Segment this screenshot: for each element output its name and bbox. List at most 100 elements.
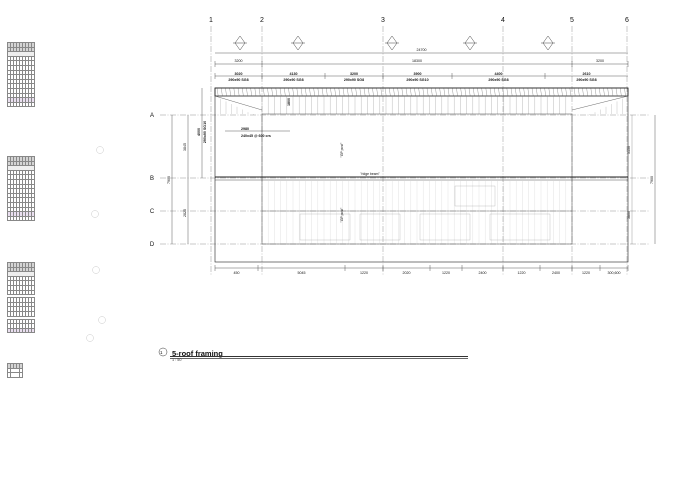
table-row <box>7 275 35 282</box>
hatch-line <box>418 87 420 97</box>
table-row <box>7 74 35 80</box>
sub-dimension: 18300 <box>412 59 422 63</box>
rafter-label: 240x45 @ 600 crs <box>241 134 271 138</box>
veranda-edge <box>571 95 629 111</box>
hatch-line <box>498 87 500 97</box>
hatch-line <box>599 87 601 97</box>
bay-beam-label: 290x90 SG10 <box>406 78 428 82</box>
table-cell <box>19 315 23 320</box>
table-cell <box>28 315 32 320</box>
bay-dimension: 4400 <box>495 72 503 76</box>
hatch-line <box>258 87 261 97</box>
hatch-line <box>578 87 580 97</box>
section-marker <box>542 35 554 51</box>
bay-beam-label: 290x90 SG8 <box>488 78 508 82</box>
hatch-line <box>393 87 395 97</box>
table-row <box>7 188 35 194</box>
hatch-line <box>494 87 496 97</box>
table-row <box>7 101 35 108</box>
hatch-line <box>435 87 437 97</box>
hatch-line <box>380 87 383 97</box>
hatch-line <box>473 87 475 97</box>
hatch-line <box>431 87 433 97</box>
table-cell <box>31 315 35 320</box>
hatch-line <box>368 87 370 97</box>
table-spacer-row <box>7 315 35 320</box>
hatch-line <box>288 87 290 97</box>
hatch-line <box>544 87 546 97</box>
hatch-line <box>573 87 576 97</box>
hatch-line <box>372 87 374 97</box>
left-dimension: 4000 <box>197 128 201 136</box>
table-row <box>7 289 35 296</box>
bay-dimension: 2610 <box>583 72 591 76</box>
grid-row-label: A <box>150 113 154 119</box>
room-outline <box>299 213 351 241</box>
hatch-line <box>460 87 462 97</box>
bottom-dimension: 5045 <box>298 271 306 275</box>
hatch-line <box>565 87 567 97</box>
hatch-line <box>531 87 534 97</box>
bottom-dimension: 1220 <box>518 271 526 275</box>
hatch-line <box>489 87 492 97</box>
table-row <box>7 211 35 217</box>
hatch-line <box>519 87 521 97</box>
table-cell <box>16 315 20 320</box>
table-subheader-row <box>7 160 35 167</box>
hatch-line <box>351 87 353 97</box>
table-row <box>7 297 35 303</box>
hatch-line <box>221 87 223 97</box>
markup-circle <box>98 316 106 324</box>
hatch-line <box>536 87 538 97</box>
post-label: "GP post" <box>340 207 344 222</box>
markup-circle <box>86 334 94 342</box>
room-outline <box>489 213 551 241</box>
hatch-line <box>414 87 416 97</box>
legend-row <box>7 372 23 378</box>
markup-circle <box>91 210 99 218</box>
grid-column-label: 5 <box>570 17 574 24</box>
hatch-line <box>342 87 345 97</box>
table-cell <box>31 215 35 222</box>
grid-column-label: 3 <box>381 17 385 24</box>
hatch-line <box>405 87 408 97</box>
table-cell <box>16 294 20 299</box>
hatch-line <box>246 87 248 97</box>
sub-dimension: 3200 <box>596 59 604 63</box>
bottom-dimension: 450 <box>234 271 240 275</box>
hatch-line <box>225 87 227 97</box>
hatch-line <box>237 87 240 97</box>
section-marker <box>464 35 476 51</box>
markup-circle <box>92 266 100 274</box>
hatch-line <box>468 87 471 97</box>
legend-cell <box>19 372 23 378</box>
span-table <box>7 262 35 334</box>
hatch-line <box>611 87 614 97</box>
bottom-dimension: 2400 <box>552 271 560 275</box>
section-marker <box>292 35 304 51</box>
hatch-line <box>607 87 609 97</box>
table-cell <box>25 294 29 299</box>
table-header-row <box>7 262 35 268</box>
hatch-line <box>313 87 315 97</box>
hatch-line <box>263 87 265 97</box>
hatch-line <box>242 87 244 97</box>
table-row <box>7 206 35 213</box>
hatch-line <box>229 87 231 97</box>
span-table-grid <box>7 42 35 108</box>
hatch-line <box>338 87 341 97</box>
left-overall-dimension: 7900 <box>167 176 171 184</box>
hatch-line <box>317 87 320 97</box>
hatch-line <box>284 87 286 97</box>
hatch-line <box>624 87 626 97</box>
section-marker <box>234 35 246 51</box>
overall-dimension: 24700 <box>417 48 427 52</box>
grid-column-label: 2 <box>260 17 264 24</box>
hatch-line <box>590 87 593 97</box>
room-outline <box>454 185 496 207</box>
table-subheader-row <box>7 46 35 53</box>
hatch-line <box>397 87 399 97</box>
hatch-line <box>271 87 273 97</box>
hatch-line <box>334 87 336 97</box>
